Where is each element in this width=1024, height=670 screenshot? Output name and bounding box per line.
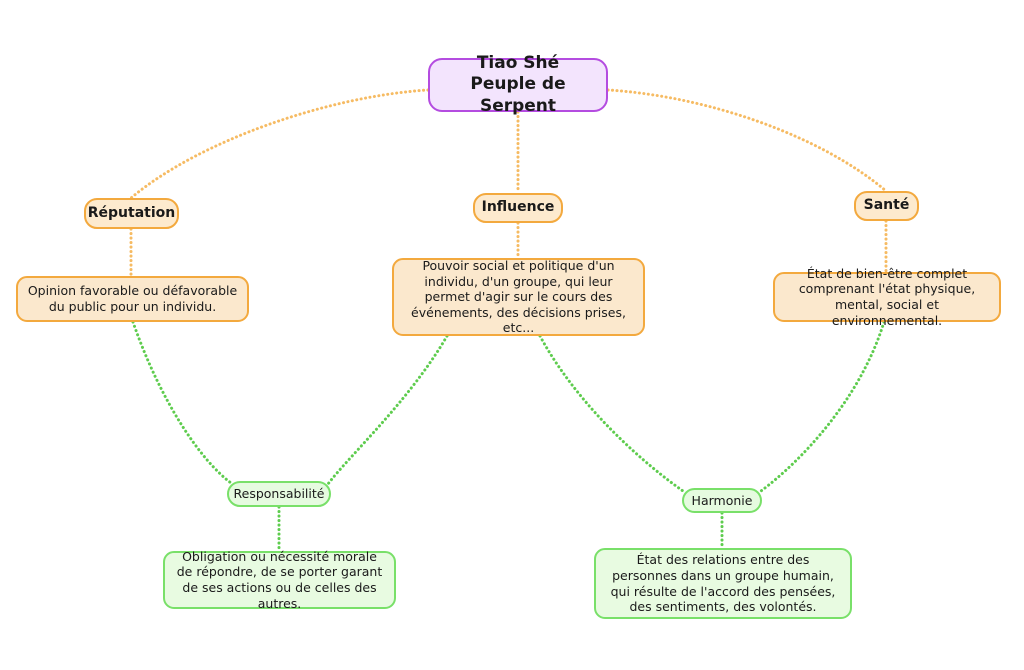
description-node-sante[interactable]: État de bien-être complet comprenant l'é…	[773, 266, 1001, 328]
root-node[interactable]: Tiao Shé Peuple de Serpent	[428, 53, 608, 116]
description-node-reputation[interactable]: Opinion favorable ou défavorable du publ…	[16, 276, 249, 322]
topic-node-influence[interactable]: Influence	[473, 193, 563, 223]
edge-influence-desc-to-responsabilite	[326, 334, 449, 486]
subtopic-node-harmonie[interactable]: Harmonie	[682, 488, 762, 513]
edge-sante-desc-to-harmonie	[759, 320, 886, 493]
edge-root-to-reputation	[129, 88, 430, 200]
edge-influence-desc-to-harmonie	[538, 334, 685, 493]
topic-node-sante[interactable]: Santé	[854, 191, 919, 221]
subtopic-node-responsabilite[interactable]: Responsabilité	[227, 481, 331, 507]
description-node-responsabilite[interactable]: Obligation ou nécessité morale de répond…	[163, 549, 396, 611]
description-node-influence[interactable]: Pouvoir social et politique d'un individ…	[392, 258, 645, 336]
description-node-harmonie[interactable]: État des relations entre des personnes d…	[594, 548, 852, 619]
topic-node-reputation[interactable]: Réputation	[84, 198, 179, 229]
edge-root-to-sante	[606, 88, 888, 193]
edge-reputation-desc-to-responsabilite	[131, 320, 233, 485]
